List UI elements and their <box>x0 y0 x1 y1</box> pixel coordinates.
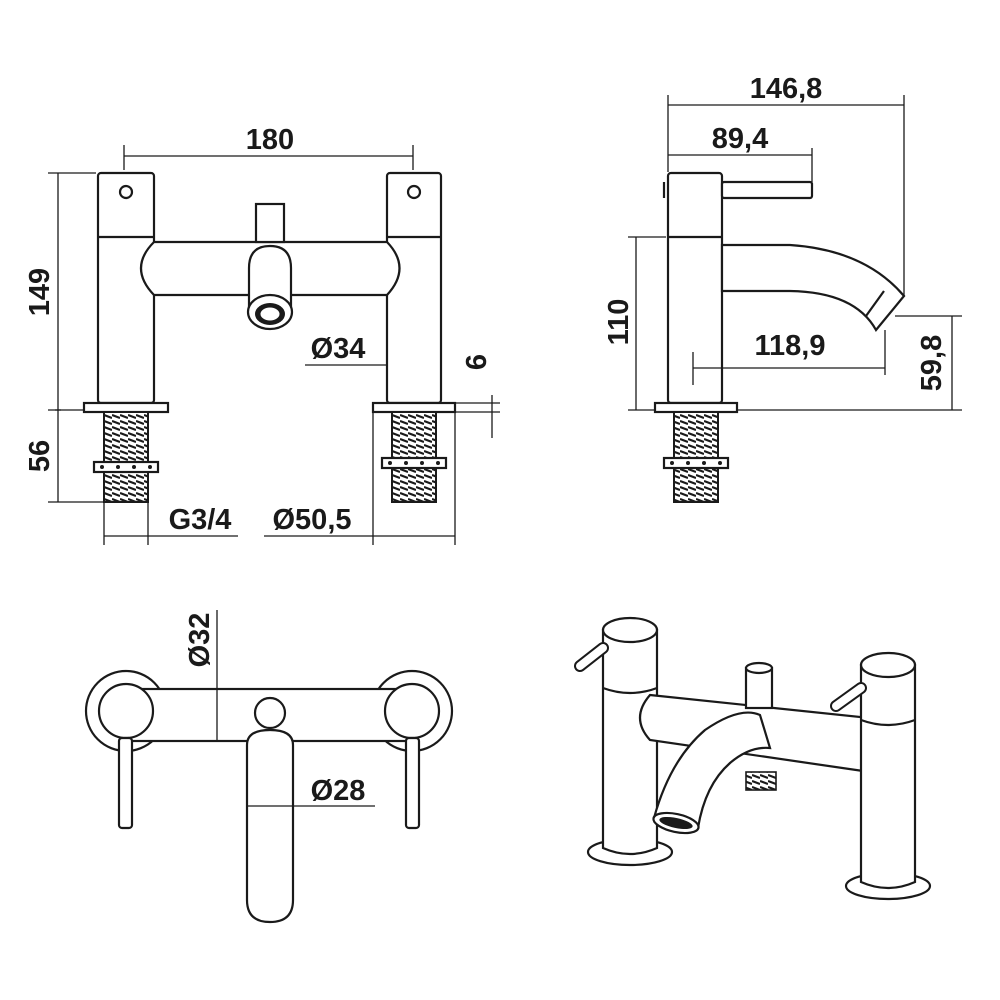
side-spout <box>720 243 906 332</box>
dim-front-plate: 6 <box>461 354 493 370</box>
side-view: 146,8 89,4 110 118,9 59,8 <box>603 73 962 503</box>
perspective-view <box>574 616 932 901</box>
dim-front-thread: G3/4 <box>169 504 232 536</box>
dim-side-reach: 118,9 <box>755 330 826 362</box>
front-right-pillar <box>371 171 457 503</box>
dim-front-height: 149 <box>24 268 56 316</box>
top-view: Ø32 Ø28 <box>84 610 454 924</box>
dim-front-shank: 56 <box>24 440 56 472</box>
dim-front-width: 180 <box>246 124 294 156</box>
front-diverter <box>254 202 286 244</box>
dim-top-spout-dia: Ø28 <box>311 775 366 807</box>
dim-side-spout-height: 59,8 <box>916 335 948 391</box>
front-spout <box>246 244 294 331</box>
dim-side-lever: 89,4 <box>712 123 768 155</box>
dim-side-height: 110 <box>603 299 635 346</box>
front-left-pillar <box>82 171 170 503</box>
top-spout <box>245 728 295 924</box>
dim-top-body-dia: Ø32 <box>184 613 216 668</box>
front-view: 180 149 56 Ø34 6 G3/4 Ø50,5 <box>24 124 500 545</box>
dim-front-base-dia: Ø50,5 <box>273 504 352 536</box>
side-lever <box>720 180 814 200</box>
top-right-lever <box>404 736 421 830</box>
dim-front-spout-dia: Ø34 <box>311 333 366 365</box>
dim-side-total: 146,8 <box>750 73 823 105</box>
top-left-lever <box>117 736 134 830</box>
